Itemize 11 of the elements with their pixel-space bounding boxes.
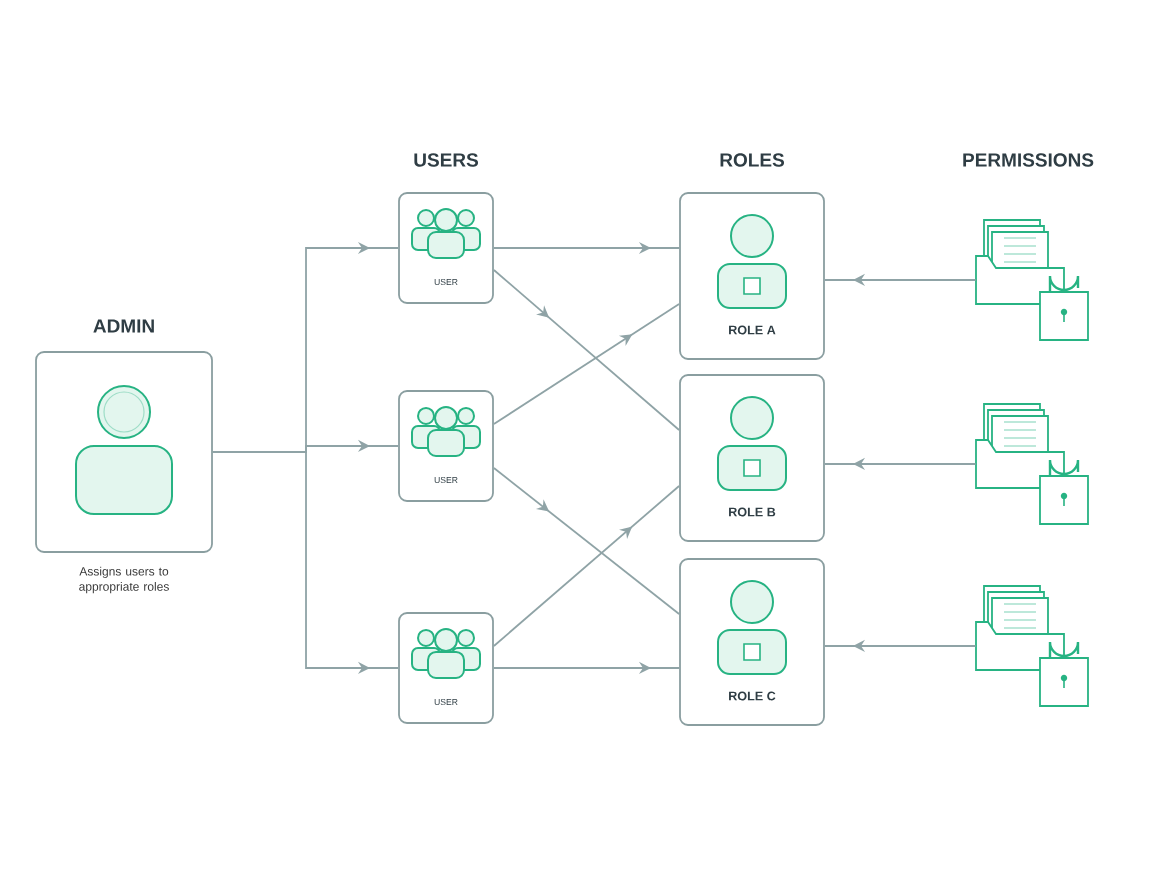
folder-lock-drawing <box>975 403 1089 525</box>
arrow <box>493 303 680 425</box>
arrow <box>493 485 680 647</box>
folder-lock-drawing <box>975 585 1089 707</box>
folder-lock-drawing <box>975 219 1089 341</box>
column-heading: PERMISSIONS <box>963 153 1094 167</box>
arrow <box>493 467 680 615</box>
column-heading: ROLES <box>720 153 784 167</box>
arrow <box>493 269 680 431</box>
column-heading: USERS <box>414 153 478 167</box>
box-heading: ADMIN <box>93 319 154 333</box>
